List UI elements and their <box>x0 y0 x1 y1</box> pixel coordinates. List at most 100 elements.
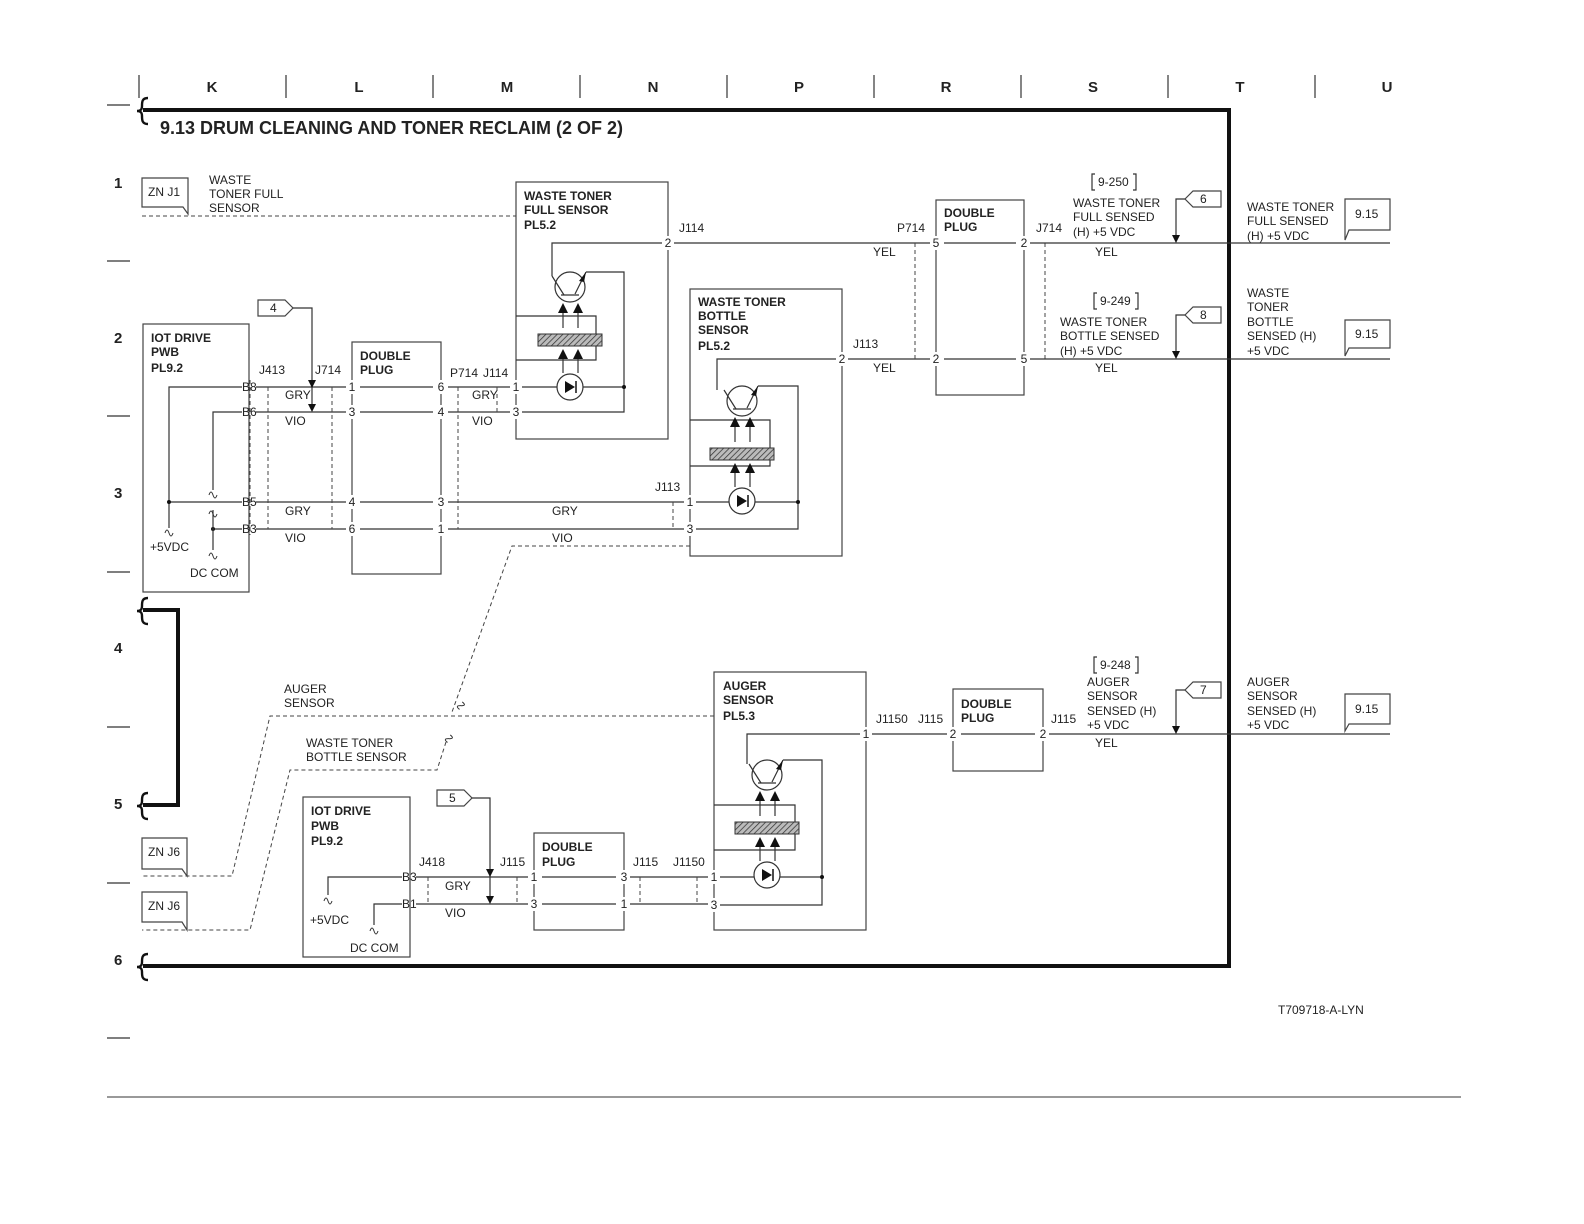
double-plug-2: DOUBLE PLUG 5 2 2 5 <box>930 199 1030 396</box>
connector-label: J113 <box>655 480 680 494</box>
pin-label: 3 <box>621 870 628 884</box>
double-plug-1: DOUBLE PLUG 1 3 4 6 6 4 3 1 <box>346 341 447 575</box>
harness-label: WASTE <box>209 173 251 187</box>
component-name: WASTE TONER <box>524 189 612 203</box>
pin-label: 1 <box>531 870 538 884</box>
signal-label: (H) +5 VDC <box>1073 225 1136 239</box>
column-label: U <box>1382 79 1393 96</box>
harness-label: SENSOR <box>284 696 335 710</box>
signal-label: (H) +5 VDC <box>1247 229 1310 243</box>
component-name: AUGER <box>723 679 767 693</box>
reference-label: 9-250 <box>1098 175 1129 189</box>
harness-label: AUGER <box>284 682 327 696</box>
connector-label: J115 <box>918 712 943 726</box>
component-name: DOUBLE <box>944 206 995 220</box>
pin-label: 2 <box>1040 727 1047 741</box>
zone-flag-zn-j6: ZN J6 <box>141 837 188 878</box>
double-plug-3: DOUBLE PLUG 2 2 <box>947 688 1049 772</box>
pin-label: 1 <box>621 897 628 911</box>
wire-color: VIO <box>445 906 466 920</box>
pin-label: 3 <box>513 405 520 419</box>
page-title: 9.13 DRUM CLEANING AND TONER RECLAIM (2 … <box>160 118 623 138</box>
wire-color: YEL <box>1095 361 1118 375</box>
signal-label: WASTE TONER <box>1073 196 1160 210</box>
component-name: DOUBLE <box>542 840 593 854</box>
row-label: 5 <box>114 796 122 813</box>
row-label: 6 <box>114 952 122 969</box>
drawing-id: T709718-A-LYN <box>1278 1003 1364 1017</box>
destination-ref[interactable]: 9.15 <box>1355 207 1379 221</box>
pin-label: 3 <box>349 405 356 419</box>
column-header: K L M N P R S T U <box>138 75 1393 98</box>
signal-label: BOTTLE SENSED <box>1060 329 1160 343</box>
wire-color: YEL <box>873 361 896 375</box>
ground-label: DC COM <box>190 566 239 580</box>
connector-label: J1150 <box>673 855 705 869</box>
wire-color: GRY <box>552 504 578 518</box>
destination-ref[interactable]: 9.15 <box>1355 702 1379 716</box>
zone-label: ZN J1 <box>148 185 180 199</box>
wire-color: GRY <box>285 504 311 518</box>
wire-color: GRY <box>445 879 471 893</box>
component-name: PL5.2 <box>524 218 556 232</box>
supply-label: +5VDC <box>150 540 189 554</box>
flag-label: 5 <box>449 791 456 805</box>
ground-label: DC COM <box>350 941 399 955</box>
signal-label: AUGER <box>1247 675 1290 689</box>
iot-drive-pwb-2: IOT DRIVE PWB PL9.2 B3 B1 +5VDC DC COM <box>302 796 417 958</box>
signal-label: AUGER <box>1087 675 1130 689</box>
signal-label: (H) +5 VDC <box>1060 344 1123 358</box>
flag-label: 6 <box>1200 192 1207 206</box>
test-point-flag-4: 4 <box>257 299 316 412</box>
signal-label: SENSOR <box>1087 689 1138 703</box>
row-label: 3 <box>114 485 122 502</box>
reference-label: 9-248 <box>1100 658 1131 672</box>
component-name: PLUG <box>961 711 994 725</box>
component-name: IOT DRIVE <box>151 331 211 345</box>
signal-full-sensed: 9-250 WASTE TONER FULL SENSED (H) +5 VDC… <box>1073 173 1391 243</box>
flag-label: 7 <box>1200 683 1207 697</box>
pin-label: 2 <box>1021 236 1028 250</box>
component-name: PL9.2 <box>151 361 183 375</box>
harness-label: TONER FULL <box>209 187 284 201</box>
column-label: S <box>1088 79 1098 96</box>
column-label: T <box>1235 79 1244 96</box>
destination-ref[interactable]: 9.15 <box>1355 327 1379 341</box>
supply-label: +5VDC <box>310 913 349 927</box>
reference-label: 9-249 <box>1100 294 1131 308</box>
connector-label: P714 <box>450 366 478 380</box>
component-name: PL9.2 <box>311 834 343 848</box>
row-markers: 1 2 3 4 5 6 <box>107 104 130 1039</box>
pin-label: 1 <box>349 380 356 394</box>
connector-label: J413 <box>259 363 285 377</box>
pin-label: 1 <box>863 727 870 741</box>
pin-label: 2 <box>665 236 672 250</box>
signal-label: SENSED (H) <box>1247 704 1316 718</box>
signal-label: FULL SENSED <box>1073 210 1155 224</box>
pin-label: 1 <box>513 380 520 394</box>
column-label: P <box>794 79 804 96</box>
component-name: PWB <box>311 819 339 833</box>
connector-label: J1150 <box>876 712 908 726</box>
iot-drive-pwb-1: IOT DRIVE PWB PL9.2 B8 B6 B5 B3 +5VDC DC… <box>142 323 257 593</box>
pin-label: 5 <box>1021 352 1028 366</box>
component-name: IOT DRIVE <box>311 804 371 818</box>
wire-color: VIO <box>285 414 306 428</box>
signal-label: +5 VDC <box>1087 718 1130 732</box>
component-name: SENSOR <box>723 693 774 707</box>
pin-label: 3 <box>711 898 718 912</box>
signal-label: BOTTLE <box>1247 315 1294 329</box>
component-name: PL5.2 <box>698 339 730 353</box>
sheet-frame <box>135 96 1231 982</box>
signal-label: +5 VDC <box>1247 718 1290 732</box>
test-point-flag-5: 5 <box>436 789 494 904</box>
pin-label: 3 <box>438 495 445 509</box>
column-label: M <box>501 79 514 96</box>
pin-label: 1 <box>687 495 694 509</box>
column-label: K <box>207 79 218 96</box>
connector-label: J714 <box>1036 221 1062 235</box>
component-name: DOUBLE <box>961 697 1012 711</box>
component-name: PLUG <box>360 363 393 377</box>
wire-color: VIO <box>552 531 573 545</box>
zone-label: ZN J6 <box>148 899 180 913</box>
